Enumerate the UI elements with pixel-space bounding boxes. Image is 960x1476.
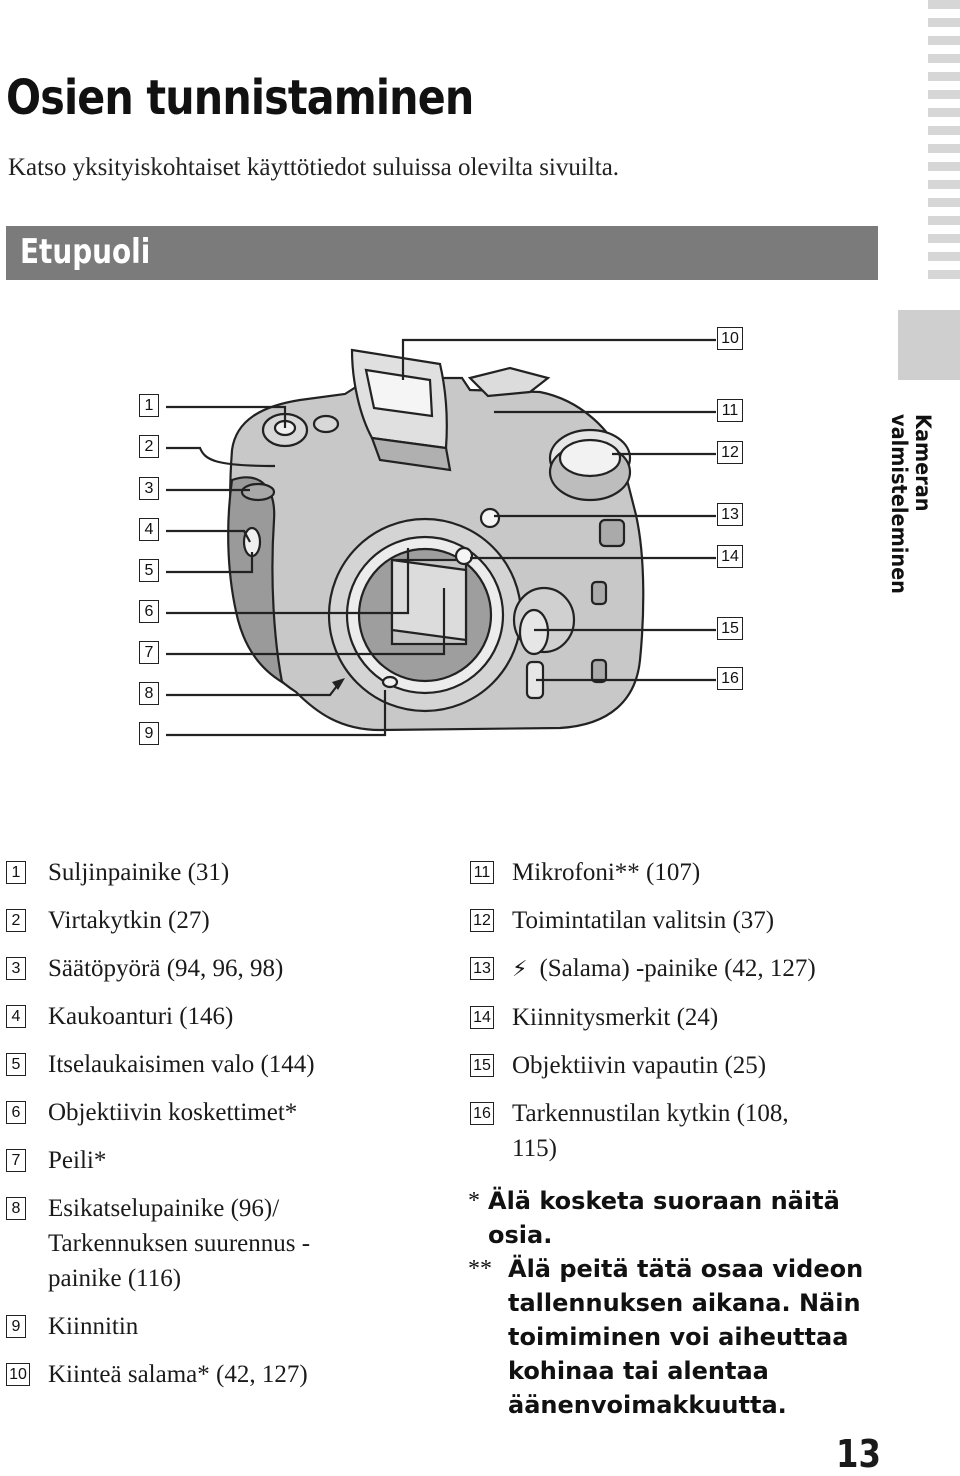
camera-front-diagram: [166, 338, 716, 737]
list-item: 13⚡(Salama) -painike (42, 127): [470, 951, 890, 987]
callout-8: 8: [139, 682, 159, 705]
callout-6: 6: [139, 600, 159, 623]
flash-icon: ⚡: [512, 957, 528, 982]
callout-3: 3: [139, 477, 159, 500]
callout-12: 12: [717, 441, 743, 464]
callout-14: 14: [717, 545, 743, 568]
note-item: *Älä kosketa suoraan näitä osia.: [468, 1187, 840, 1249]
page-title: Osien tunnistaminen: [6, 70, 474, 126]
intro-text: Katso yksityiskohtaiset käyttötiedot sul…: [8, 154, 620, 181]
note-item: **Älä peitä tätä osaa videon tallennukse…: [468, 1255, 864, 1419]
page-number: 13: [835, 1432, 881, 1476]
callout-4: 4: [139, 518, 159, 541]
side-tab-label: Kameran valmisteleminen: [887, 414, 935, 594]
side-tab-block: [898, 310, 960, 380]
side-tab-stripes: [928, 0, 960, 300]
callout-7: 7: [139, 641, 159, 664]
callout-15: 15: [717, 617, 743, 640]
callout-5: 5: [139, 559, 159, 582]
notes: *Älä kosketa suoraan näitä osia. **Älä p…: [468, 1184, 878, 1422]
callout-1: 1: [139, 394, 159, 417]
section-title: Etupuoli: [20, 232, 151, 272]
callout-10: 10: [717, 327, 743, 350]
section-header: Etupuoli: [6, 226, 878, 280]
callout-13: 13: [717, 503, 743, 526]
callout-11: 11: [717, 399, 743, 422]
callout-9: 9: [139, 722, 159, 745]
callout-16: 16: [717, 667, 743, 690]
callout-2: 2: [139, 435, 159, 458]
